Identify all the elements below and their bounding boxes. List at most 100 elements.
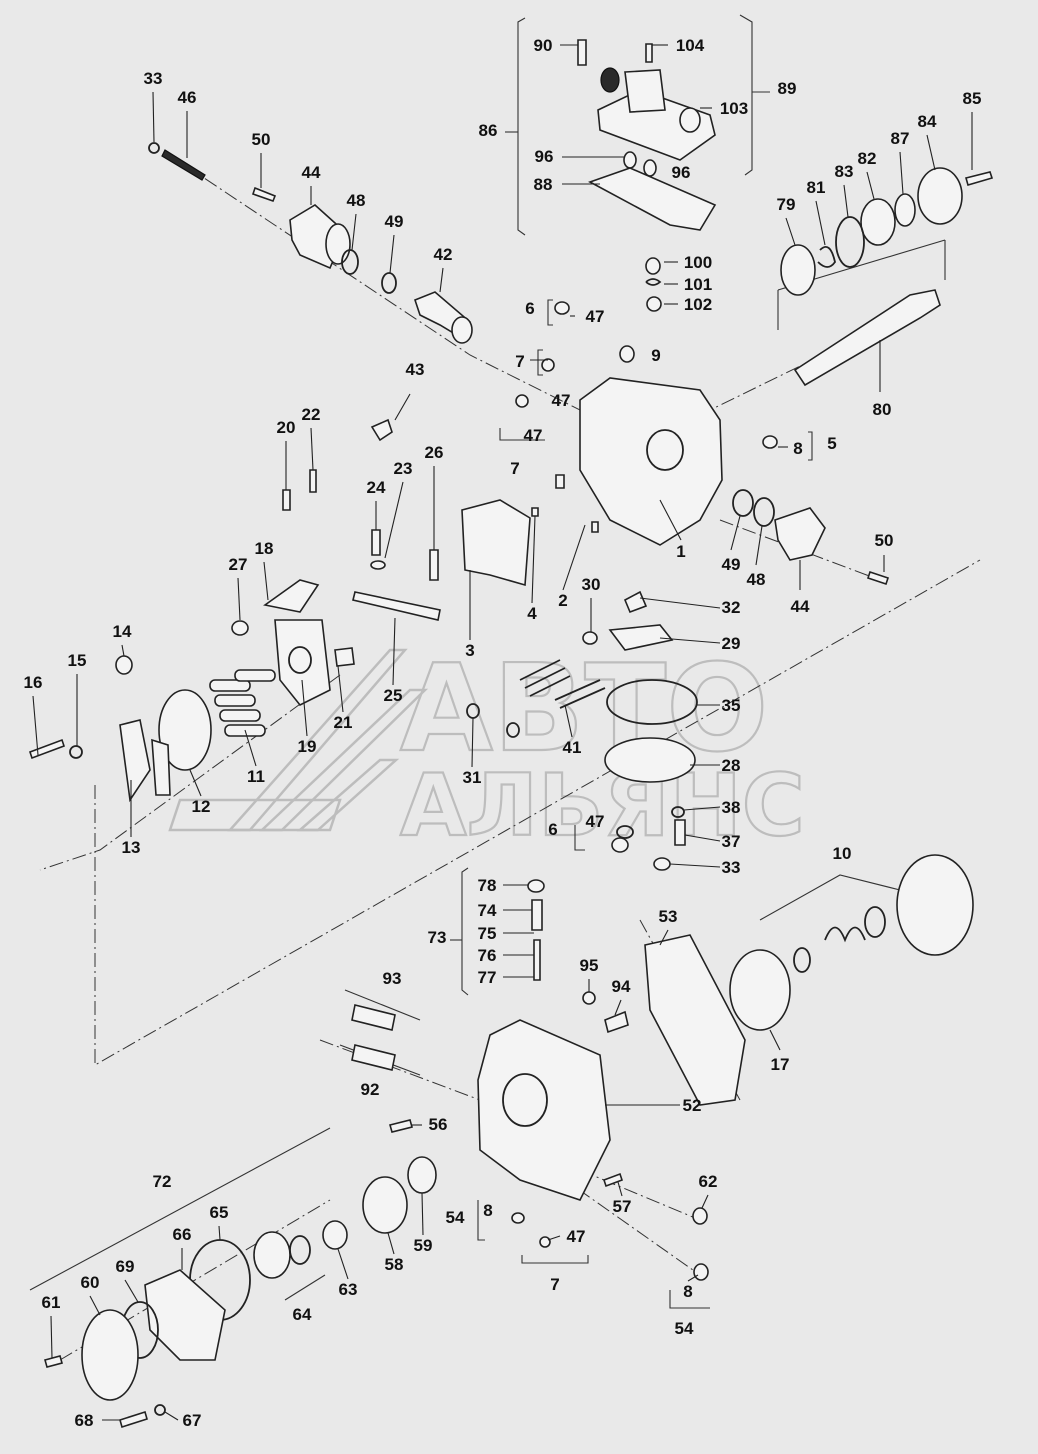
part-label-96: 96: [672, 163, 691, 182]
part-label-13: 13: [122, 838, 141, 857]
part-label-92: 92: [361, 1080, 380, 1099]
part-label-49: 49: [385, 212, 404, 231]
part-label-76: 76: [478, 946, 497, 965]
part-label-95: 95: [580, 956, 599, 975]
part-label-65: 65: [210, 1203, 229, 1222]
part-label-24: 24: [367, 478, 386, 497]
part-label-86: 86: [479, 121, 498, 140]
part-label-27: 27: [229, 555, 248, 574]
part-label-42: 42: [434, 245, 453, 264]
part-label-100: 100: [684, 253, 712, 272]
part-label-63: 63: [339, 1280, 358, 1299]
part-label-89: 89: [778, 79, 797, 98]
part-label-46: 46: [178, 88, 197, 107]
part-label-21: 21: [334, 713, 353, 732]
part-label-57: 57: [613, 1197, 632, 1216]
part-label-73: 73: [428, 928, 447, 947]
part-label-22: 22: [302, 405, 321, 424]
part-label-75: 75: [478, 924, 497, 943]
part-label-93: 93: [383, 969, 402, 988]
part-label-61: 61: [42, 1293, 61, 1312]
part-label-54: 54: [446, 1208, 465, 1227]
part-label-74: 74: [478, 901, 497, 920]
part-label-1: 1: [676, 542, 685, 561]
part-label-8: 8: [793, 439, 802, 458]
part-label-44: 44: [791, 597, 810, 616]
part-label-37: 37: [722, 832, 741, 851]
part-label-53: 53: [659, 907, 678, 926]
part-label-26: 26: [425, 443, 444, 462]
part-label-14: 14: [113, 622, 132, 641]
part-label-20: 20: [277, 418, 296, 437]
part-label-29: 29: [722, 634, 741, 653]
part-label-104: 104: [676, 36, 705, 55]
part-label-80: 80: [873, 400, 892, 419]
part-label-33: 33: [722, 858, 741, 877]
part-label-47: 47: [586, 307, 605, 326]
part-label-47: 47: [567, 1227, 586, 1246]
part-label-17: 17: [771, 1055, 790, 1074]
part-label-50: 50: [252, 130, 271, 149]
part-label-35: 35: [722, 696, 741, 715]
part-label-67: 67: [183, 1411, 202, 1430]
part-label-30: 30: [582, 575, 601, 594]
part-label-48: 48: [347, 191, 366, 210]
part-label-62: 62: [699, 1172, 718, 1191]
part-label-16: 16: [24, 673, 43, 692]
part-label-6: 6: [548, 820, 557, 839]
part-label-103: 103: [720, 99, 748, 118]
part-label-72: 72: [153, 1172, 172, 1191]
part-label-78: 78: [478, 876, 497, 895]
part-label-84: 84: [918, 112, 937, 131]
part-label-87: 87: [891, 129, 910, 148]
part-label-25: 25: [384, 686, 403, 705]
part-label-47: 47: [586, 812, 605, 831]
part-label-15: 15: [68, 651, 87, 670]
part-label-49: 49: [722, 555, 741, 574]
part-label-31: 31: [463, 768, 482, 787]
part-label-19: 19: [298, 737, 317, 756]
parts: [28, 39, 994, 1429]
part-label-102: 102: [684, 295, 712, 314]
part-label-44: 44: [302, 163, 321, 182]
part-label-77: 77: [478, 968, 497, 987]
part-label-7: 7: [550, 1275, 559, 1294]
part-label-8: 8: [683, 1282, 692, 1301]
part-label-11: 11: [247, 767, 265, 786]
part-label-5: 5: [827, 434, 836, 453]
part-label-6: 6: [525, 299, 534, 318]
part-label-23: 23: [394, 459, 413, 478]
part-label-18: 18: [255, 539, 274, 558]
part-label-47: 47: [552, 391, 571, 410]
part-label-64: 64: [293, 1305, 312, 1324]
part-label-96: 96: [535, 147, 554, 166]
watermark-text-line2: АЛЬЯНС: [400, 756, 805, 856]
part-label-48: 48: [747, 570, 766, 589]
part-label-38: 38: [722, 798, 741, 817]
part-label-81: 81: [807, 178, 826, 197]
part-label-41: 41: [563, 738, 582, 757]
part-label-2: 2: [558, 591, 567, 610]
part-label-90: 90: [534, 36, 553, 55]
part-label-56: 56: [429, 1115, 448, 1134]
part-label-33: 33: [144, 69, 163, 88]
part-label-9: 9: [651, 346, 660, 365]
part-label-3: 3: [465, 641, 474, 660]
part-label-28: 28: [722, 756, 741, 775]
part-label-10: 10: [833, 844, 852, 863]
part-label-68: 68: [75, 1411, 94, 1430]
part-label-82: 82: [858, 149, 877, 168]
watermark: АВТО АЛЬЯНС: [168, 639, 806, 857]
part-label-54: 54: [675, 1319, 694, 1338]
part-label-50: 50: [875, 531, 894, 550]
part-label-58: 58: [385, 1255, 404, 1274]
part-label-43: 43: [406, 360, 425, 379]
part-label-47: 47: [524, 426, 543, 445]
part-label-83: 83: [835, 162, 854, 181]
part-label-101: 101: [684, 275, 712, 294]
part-label-4: 4: [527, 604, 537, 623]
part-label-88: 88: [534, 175, 553, 194]
part-label-8: 8: [483, 1201, 492, 1220]
